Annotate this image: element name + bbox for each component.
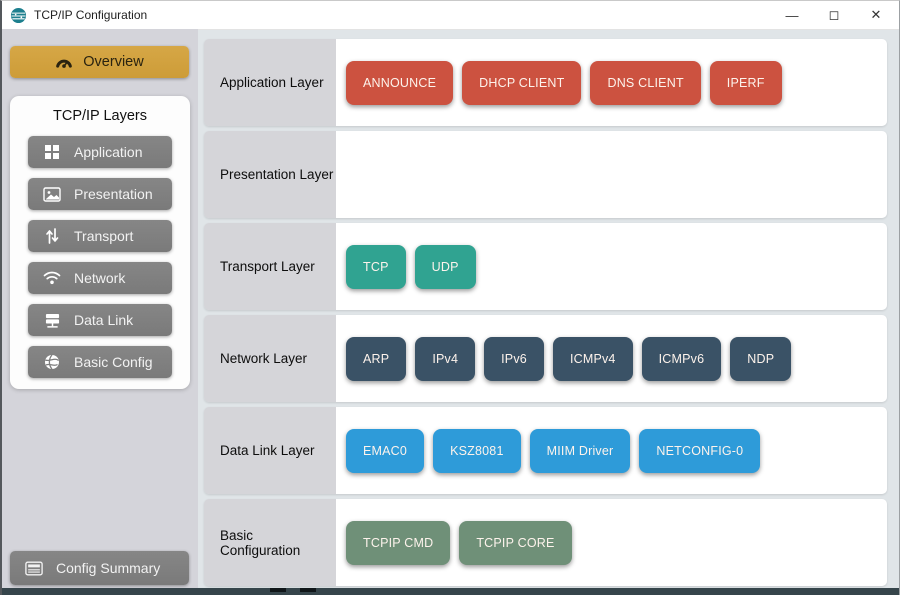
layer-row-label: Basic Configuration xyxy=(204,499,336,586)
module-button-ipv6[interactable]: IPv6 xyxy=(484,336,544,381)
image-icon xyxy=(43,185,61,203)
close-button[interactable]: ✕ xyxy=(870,7,882,22)
sidebar-item-label: Application xyxy=(74,144,143,160)
grid-icon xyxy=(43,143,61,161)
gauge-icon xyxy=(55,53,73,71)
window-title: TCP/IP Configuration xyxy=(34,8,148,22)
module-button-iperf[interactable]: IPERF xyxy=(709,60,782,105)
module-button-tcpip-cmd[interactable]: TCPIP CMD xyxy=(346,520,451,565)
wifi-icon xyxy=(43,269,61,287)
sidebar-item-label: Presentation xyxy=(74,186,153,202)
sidebar-item-label: Basic Config xyxy=(74,354,153,370)
module-button-ksz8081[interactable]: KSZ8081 xyxy=(433,428,521,473)
layer-row-label: Network Layer xyxy=(204,315,336,402)
layer-row-content xyxy=(336,131,887,218)
title-bar: TCP/IP Configuration — ◻ ✕ xyxy=(2,1,899,30)
module-button-arp[interactable]: ARP xyxy=(346,336,407,381)
module-button-icmpv4[interactable]: ICMPv4 xyxy=(552,336,633,381)
sidebar-item-application[interactable]: Application xyxy=(28,136,172,168)
sidebar-item-network[interactable]: Network xyxy=(28,262,172,294)
cutoff-button-edge xyxy=(270,588,286,592)
layer-row-label: Transport Layer xyxy=(204,223,336,310)
layer-row-label: Application Layer xyxy=(204,39,336,126)
server-stack-icon xyxy=(43,311,61,329)
module-button-announce[interactable]: ANNOUNCE xyxy=(346,60,454,105)
overview-button[interactable]: Overview xyxy=(10,46,189,78)
up-down-arrows-icon xyxy=(43,227,61,245)
layers-panel-title: TCP/IP Layers xyxy=(52,108,148,124)
globe-icon xyxy=(43,353,61,371)
overview-label: Overview xyxy=(83,54,144,70)
module-button-emac0[interactable]: EMAC0 xyxy=(346,428,425,473)
maximize-button[interactable]: ◻ xyxy=(828,7,840,22)
tcpip-globe-icon xyxy=(10,7,27,24)
layer-row-presentation-layer: Presentation Layer xyxy=(204,131,887,218)
window-bottom-edge xyxy=(2,588,899,595)
sidebar: Overview TCP/IP Layers Application Prese… xyxy=(2,29,198,588)
module-button-ipv4[interactable]: IPv4 xyxy=(415,336,476,381)
module-button-udp[interactable]: UDP xyxy=(414,244,476,289)
layer-row-label: Presentation Layer xyxy=(204,131,336,218)
module-button-dhcp-client[interactable]: DHCP CLIENT xyxy=(462,60,582,105)
module-button-icmpv6[interactable]: ICMPv6 xyxy=(641,336,722,381)
config-summary-label: Config Summary xyxy=(56,560,161,576)
cutoff-button-edge xyxy=(300,588,316,592)
sidebar-item-transport[interactable]: Transport xyxy=(28,220,172,252)
sidebar-item-label: Data Link xyxy=(74,312,134,328)
module-button-tcpip-core[interactable]: TCPIP CORE xyxy=(459,520,572,565)
sidebar-item-label: Network xyxy=(74,270,126,286)
layers-panel: TCP/IP Layers Application Presentation T… xyxy=(10,96,190,389)
module-button-tcp[interactable]: TCP xyxy=(346,244,406,289)
sidebar-item-basic-config[interactable]: Basic Config xyxy=(28,346,172,378)
minimize-button[interactable]: — xyxy=(785,7,799,23)
module-button-dns-client[interactable]: DNS CLIENT xyxy=(590,60,701,105)
config-summary-button[interactable]: Config Summary xyxy=(10,551,189,585)
sidebar-item-presentation[interactable]: Presentation xyxy=(28,178,172,210)
summary-card-icon xyxy=(25,559,43,577)
module-button-ndp[interactable]: NDP xyxy=(730,336,792,381)
sidebar-item-data-link[interactable]: Data Link xyxy=(28,304,172,336)
sidebar-item-label: Transport xyxy=(74,228,134,244)
module-button-miim-driver[interactable]: MIIM Driver xyxy=(529,428,631,473)
layer-row-label: Data Link Layer xyxy=(204,407,336,494)
layers-nav-list: Application Presentation Transport Netwo… xyxy=(10,136,190,378)
module-button-netconfig-0[interactable]: NETCONFIG-0 xyxy=(639,428,761,473)
app-body: Overview TCP/IP Layers Application Prese… xyxy=(2,29,899,588)
